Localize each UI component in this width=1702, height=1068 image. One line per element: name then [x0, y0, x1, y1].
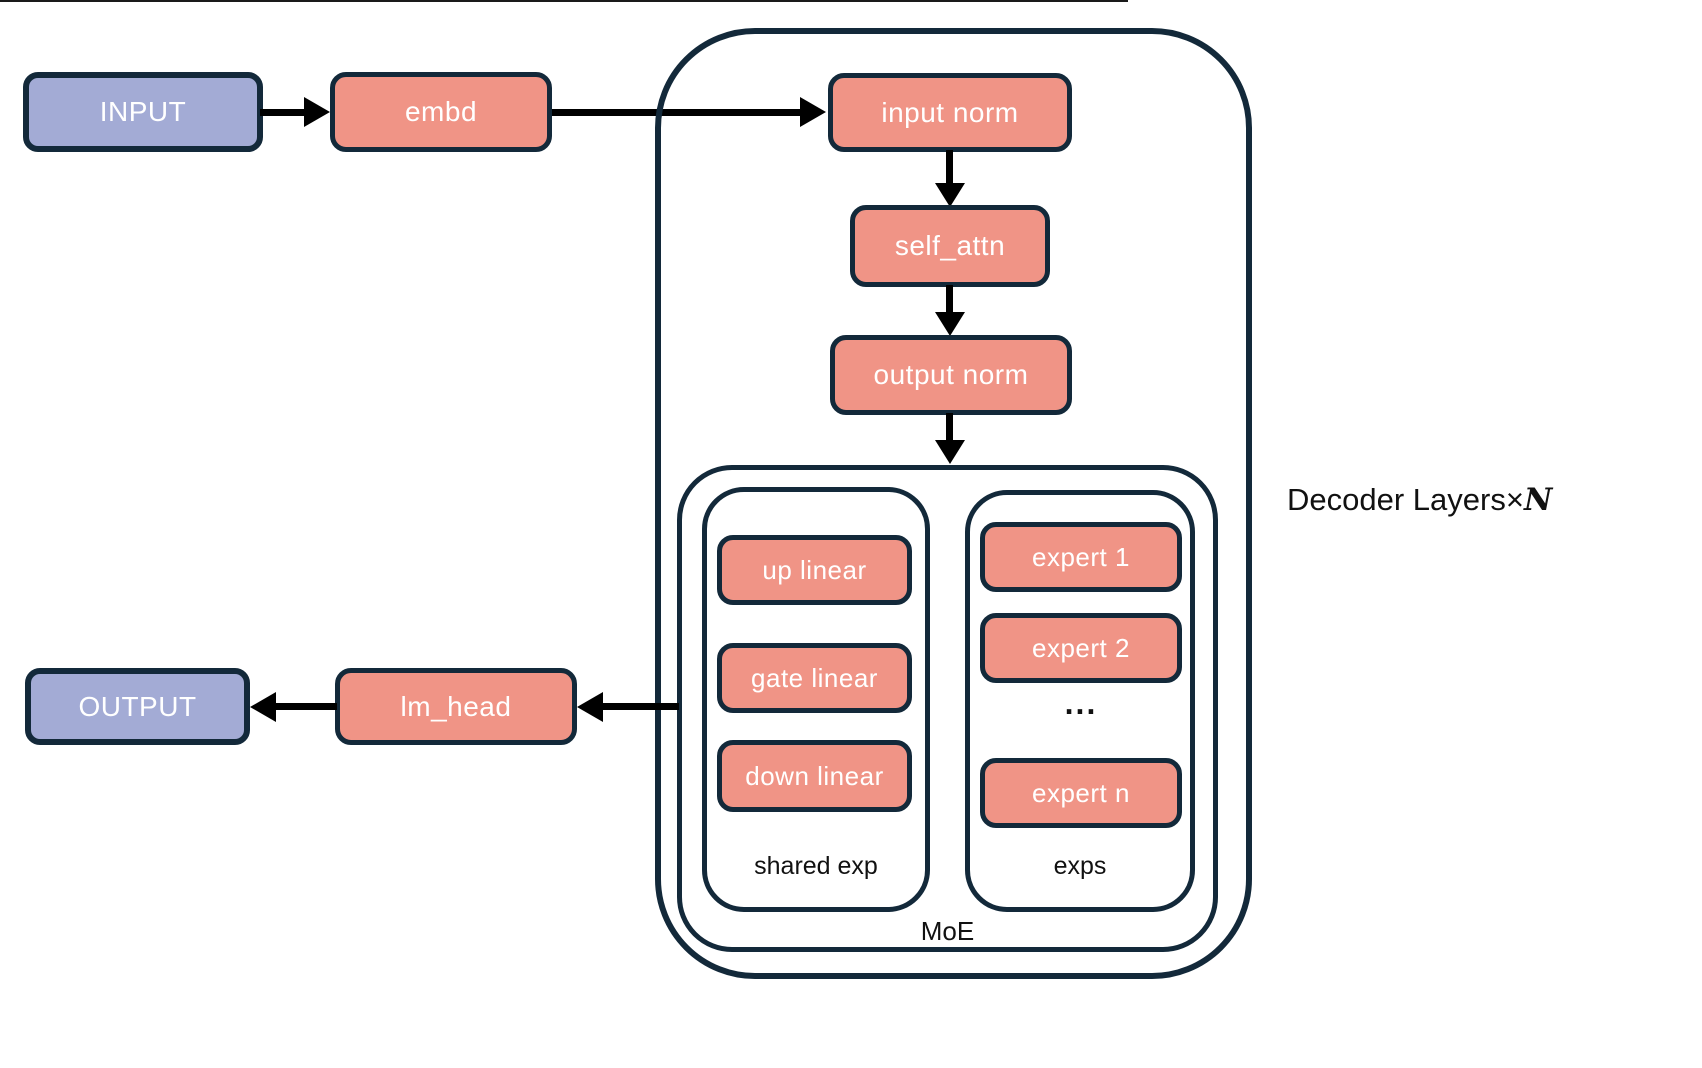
embd-node: embd [330, 72, 552, 152]
output-norm-node: output norm [830, 335, 1072, 415]
arrow-moe-lmhead-head [577, 692, 603, 722]
down-linear-node-label: down linear [745, 760, 884, 791]
output-node-label: OUTPUT [78, 690, 197, 722]
gate-linear-node-label: gate linear [751, 662, 878, 693]
up-linear-node: up linear [717, 535, 912, 605]
lm-head-node: lm_head [335, 668, 577, 745]
input-node: INPUT [23, 72, 263, 152]
output-node: OUTPUT [25, 668, 250, 745]
exps-label: exps [1053, 852, 1107, 880]
arrow-moe-lmhead-shaft [601, 703, 679, 710]
arrow-selfattn-outputnorm-shaft [946, 285, 953, 315]
shared-exp-label: shared exp [754, 852, 878, 880]
up-linear-node-label: up linear [762, 554, 867, 585]
gate-linear-node: gate linear [717, 643, 912, 713]
lm-head-node-label: lm_head [400, 690, 512, 722]
layer-count-symbol: N [1523, 482, 1553, 518]
input-node-label: INPUT [99, 96, 187, 127]
arrow-selfattn-outputnorm-head [935, 312, 965, 336]
decoder-layers-caption-text: Decoder Layers [1287, 482, 1506, 517]
moe-label: MoE [920, 916, 975, 946]
self-attn-node: self_attn [850, 205, 1050, 287]
input-norm-node-label: input norm [881, 96, 1019, 128]
decoder-layers-caption: Decoder Layers×N [1287, 482, 1552, 518]
experts-ellipsis: ... [1064, 685, 1098, 721]
arrow-outputnorm-moe-shaft [946, 413, 953, 443]
expert-2-node: expert 2 [980, 613, 1182, 683]
arrow-lmhead-output-head [250, 692, 276, 722]
expert-2-node-label: expert 2 [1032, 632, 1130, 663]
arrow-input-embd-shaft [260, 109, 308, 116]
decoder-layer-container [655, 28, 1252, 979]
shared-exp-container [702, 487, 930, 912]
arrow-inputnorm-selfattn-shaft [946, 150, 953, 186]
input-norm-node: input norm [828, 73, 1072, 152]
arrow-outputnorm-moe-head [935, 440, 965, 464]
embd-node-label: embd [404, 96, 478, 127]
arrow-input-embd-head [304, 97, 330, 127]
arrow-lmhead-output-shaft [274, 703, 337, 710]
output-norm-node-label: output norm [873, 359, 1029, 390]
expert-1-node-label: expert 1 [1032, 541, 1130, 572]
arrow-embd-inputnorm-head [800, 97, 826, 127]
exps-container [965, 490, 1195, 912]
self-attn-node-label: self_attn [894, 230, 1006, 261]
expert-n-node-label: expert n [1032, 777, 1130, 808]
arrow-inputnorm-selfattn-head [935, 183, 965, 207]
moe-container [677, 465, 1218, 952]
times-symbol: × [1505, 482, 1524, 517]
expert-n-node: expert n [980, 758, 1182, 828]
expert-1-node: expert 1 [980, 522, 1182, 592]
down-linear-node: down linear [717, 740, 912, 812]
window-top-edge [0, 0, 1128, 2]
